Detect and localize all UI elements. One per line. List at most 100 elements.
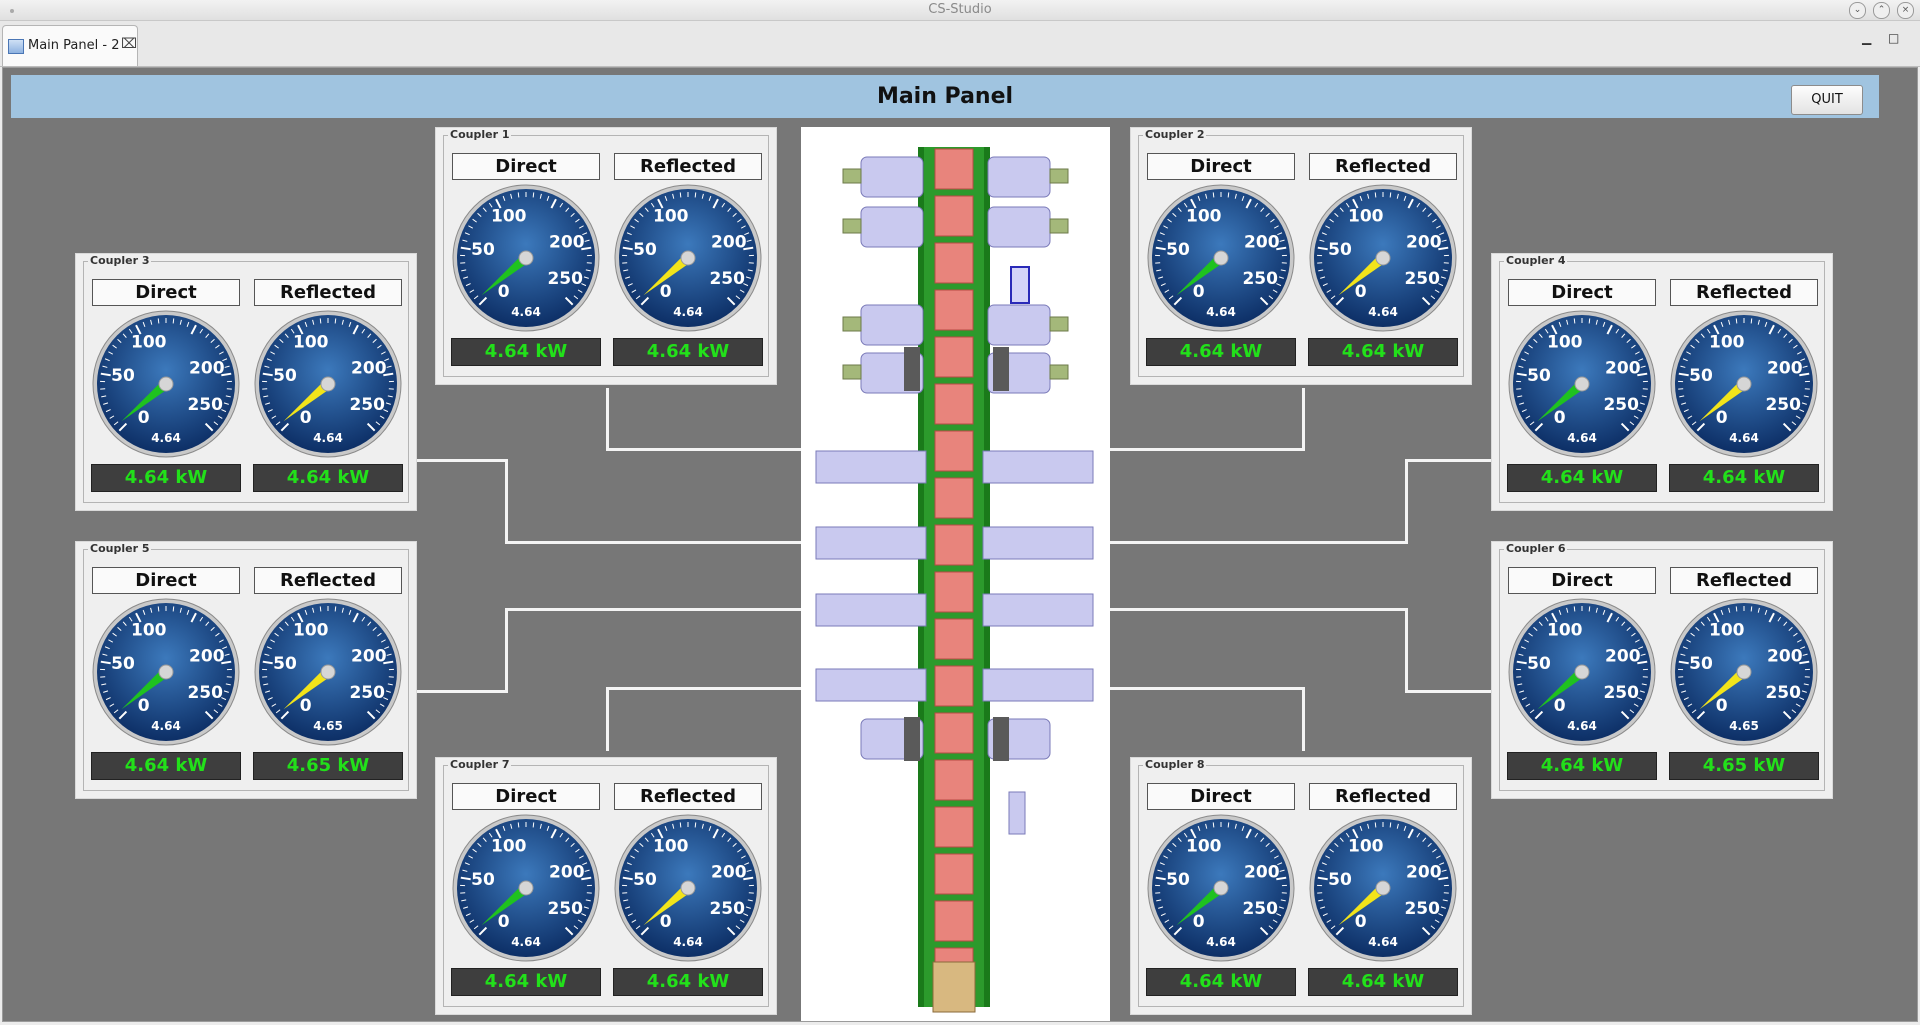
gauge-tick-label: 0 — [1355, 282, 1367, 302]
close-window-button[interactable]: × — [1897, 2, 1914, 19]
gauge-hub — [1376, 251, 1390, 265]
gauge-hub — [1214, 251, 1228, 265]
gauge-tick — [680, 822, 681, 827]
gauge-value-text: 4.65 — [1729, 719, 1759, 733]
gauge-tick-label: 100 — [491, 206, 527, 226]
gauge-tick — [1213, 192, 1214, 197]
window-title: CS-Studio — [0, 2, 1920, 17]
reflected-label: Reflected — [614, 783, 762, 810]
display-file-icon — [8, 39, 24, 54]
gauge-tick-label: 50 — [1689, 654, 1713, 674]
gauge-tick-label: 200 — [189, 359, 225, 379]
gauge-tick-label: 200 — [549, 863, 585, 883]
gauge-tick-label: 250 — [1603, 395, 1639, 415]
gauge-tick-label: 250 — [1404, 269, 1440, 289]
gauge-hub — [519, 251, 533, 265]
gauge-tick-label: 200 — [1605, 647, 1641, 667]
gauge-tick-label: 200 — [351, 647, 387, 667]
gauge-tick-label: 200 — [711, 233, 747, 253]
tab-main-panel[interactable]: Main Panel - 2 ⌧ — [2, 25, 138, 66]
gauge-tick-label: 50 — [1689, 366, 1713, 386]
wire — [606, 448, 801, 451]
reflected-label: Reflected — [1670, 567, 1818, 594]
gauge-tick-label: 250 — [709, 269, 745, 289]
gauge-value-text: 4.64 — [1567, 431, 1597, 445]
maximize-view-button[interactable]: □ — [1888, 31, 1899, 45]
gauge-tick-label: 0 — [138, 408, 150, 428]
gauge-value-text: 4.65 — [313, 719, 343, 733]
gauge-tick-label: 100 — [1186, 836, 1222, 856]
gauge-hub — [681, 881, 695, 895]
gauge-tick-label: 0 — [300, 408, 312, 428]
gauge-hub — [681, 251, 695, 265]
gauge-tick — [680, 192, 681, 197]
gauge-hub — [1737, 665, 1751, 679]
gauge-tick — [1736, 318, 1737, 323]
gauge-tick-label: 100 — [653, 206, 689, 226]
direct-label: Direct — [1508, 567, 1656, 594]
gauge-tick-label: 50 — [273, 654, 297, 674]
gauge-tick — [1574, 318, 1575, 323]
gauge-tick-label: 200 — [189, 647, 225, 667]
gauge-tick-label: 250 — [1603, 683, 1639, 703]
gauge-tick — [158, 606, 159, 611]
minimize-view-button[interactable]: ▁ — [1862, 31, 1871, 45]
reflected-power-readout: 4.64 kW — [1308, 338, 1458, 366]
gauge-hub — [1575, 665, 1589, 679]
minimize-window-button[interactable]: ⌄ — [1849, 2, 1866, 19]
direct-label: Direct — [1147, 153, 1295, 180]
gauge-tick — [533, 822, 534, 827]
wire — [1110, 608, 1408, 611]
coupler-title: Coupler 4 — [1504, 254, 1567, 267]
direct-label: Direct — [1508, 279, 1656, 306]
wire — [505, 541, 801, 544]
direct-power-readout: 4.64 kW — [451, 968, 601, 996]
gauge-tick — [1390, 192, 1391, 197]
gauge-tick-label: 100 — [131, 620, 167, 640]
main-panel: Main Panel QUIT — [2, 67, 1918, 1022]
gauge-value-text: 4.64 — [511, 305, 541, 319]
gauge-tick-label: 50 — [633, 870, 657, 890]
gauge-tick — [173, 318, 174, 323]
gauge-value-text: 4.64 — [151, 719, 181, 733]
maximize-window-button[interactable]: ⌃ — [1873, 2, 1890, 19]
close-tab-icon[interactable]: ⌧ — [121, 36, 137, 52]
window-titlebar: CS-Studio ⌄ ⌃ × — [0, 0, 1920, 21]
direct-power-readout: 4.64 kW — [1146, 968, 1296, 996]
gauge-tick — [320, 318, 321, 323]
reflected-power-readout: 4.64 kW — [613, 968, 763, 996]
gauge-hub — [159, 377, 173, 391]
wire — [417, 690, 508, 693]
gauge-tick — [1375, 822, 1376, 827]
gauge-tick — [335, 318, 336, 323]
gauge-tick-label: 0 — [660, 282, 672, 302]
gauge-tick-label: 0 — [1193, 282, 1205, 302]
reflected-power-readout: 4.64 kW — [253, 464, 403, 492]
wire — [417, 459, 507, 462]
gauge-tick-label: 0 — [498, 282, 510, 302]
coupler-title: Coupler 2 — [1143, 128, 1206, 141]
gauge-tick-label: 250 — [1765, 683, 1801, 703]
gauge-tick-label: 100 — [491, 836, 527, 856]
gauge-tick-label: 200 — [1244, 233, 1280, 253]
wire — [1405, 459, 1408, 544]
gauge-tick-label: 0 — [1554, 696, 1566, 716]
editor-tab-bar: Main Panel - 2 ⌧ ▁ □ — [0, 21, 1920, 67]
quit-button[interactable]: QUIT — [1791, 85, 1863, 115]
gauge-tick-label: 250 — [1242, 899, 1278, 919]
direct-label: Direct — [1147, 783, 1295, 810]
gauge-tick-label: 50 — [1328, 870, 1352, 890]
gauge-tick — [335, 606, 336, 611]
gauge-tick-label: 250 — [1242, 269, 1278, 289]
gauge-tick-label: 250 — [547, 899, 583, 919]
